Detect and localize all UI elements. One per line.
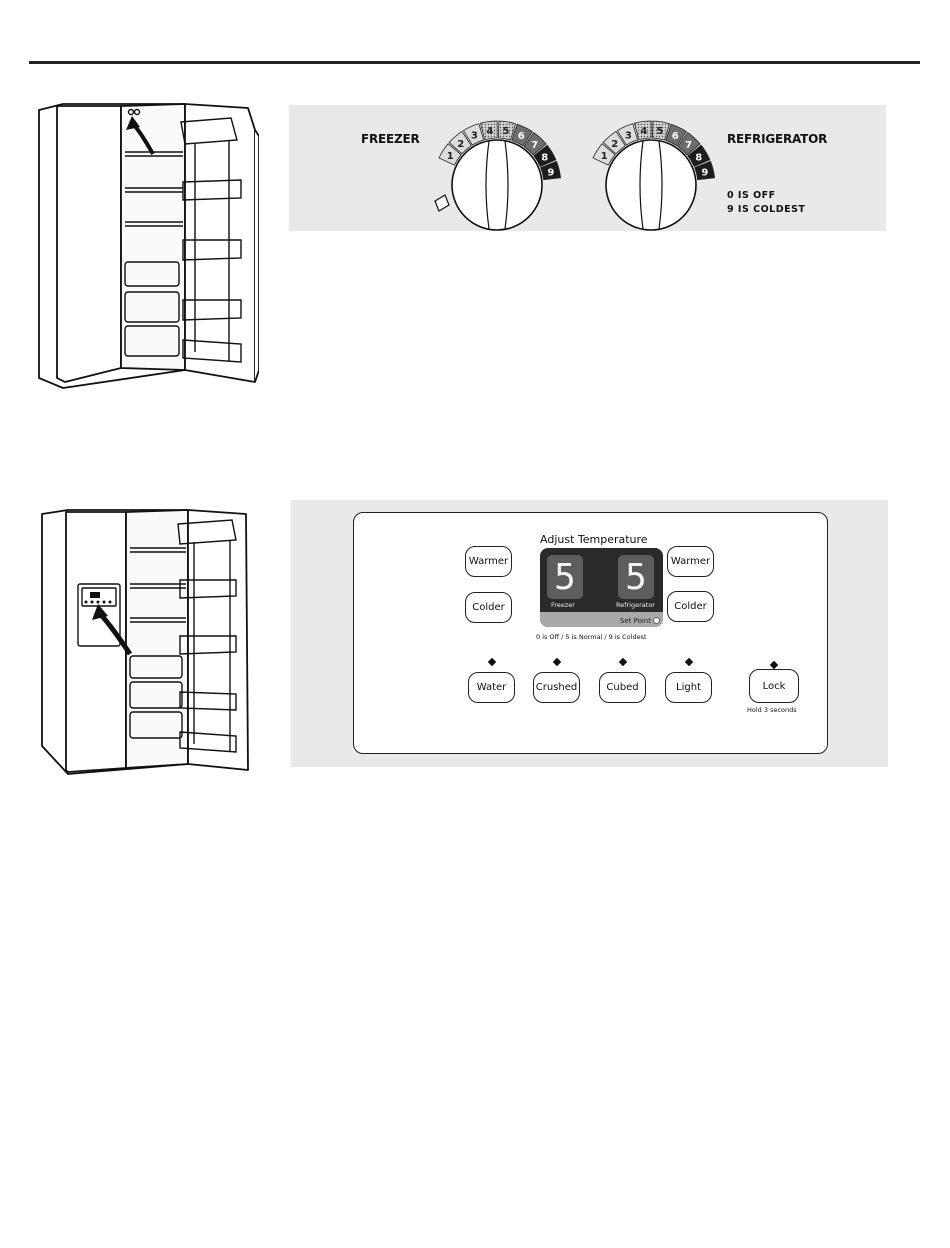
- crushed-button[interactable]: Crushed: [533, 672, 580, 703]
- lock-indicator: [770, 661, 778, 669]
- freezer-dial-number: 4: [486, 126, 493, 137]
- freezer-dial-number: 7: [531, 140, 538, 151]
- refrigerator-dial-number: 6: [672, 131, 679, 142]
- freezer-dial-number: 2: [457, 139, 464, 150]
- refrigerator-dial-number: 8: [695, 153, 702, 164]
- refrigerator-dial-number: 1: [601, 151, 608, 162]
- refrigerator-warmer-button[interactable]: Warmer: [667, 546, 714, 577]
- fridge-dispenser-illustration: [38, 506, 254, 781]
- top-rule: [29, 61, 920, 64]
- refrigerator-digit-window: 5: [618, 555, 654, 599]
- freezer-dial-number: 5: [502, 126, 509, 137]
- dial-control-panel: FREEZER REFRIGERATOR 0 IS OFF 9 IS COLDE…: [289, 105, 886, 231]
- adjust-temperature-title: Adjust Temperature: [540, 533, 648, 546]
- temperature-display: 5 5 Freezer Refrigerator Set Point: [540, 548, 663, 627]
- fridge-dial-illustration: [33, 100, 259, 395]
- refrigerator-dial-number: 7: [685, 140, 692, 151]
- freezer-dial-knob: [452, 140, 542, 230]
- freezer-dial-number: 3: [471, 130, 478, 141]
- light-indicator: [685, 658, 693, 666]
- set-point-bar: Set Point: [540, 612, 663, 627]
- freezer-digit-window: 5: [547, 555, 583, 599]
- refrigerator-colder-button[interactable]: Colder: [667, 591, 714, 622]
- control-panel-outline: Adjust Temperature Warmer Colder Warmer …: [353, 512, 828, 754]
- refrigerator-dial-number: 2: [611, 139, 618, 150]
- freezer-digit: 5: [547, 560, 583, 596]
- set-point-label: Set Point: [620, 617, 651, 625]
- temperature-scale-note: 0 is Off / 5 is Normal / 9 is Coldest: [536, 633, 647, 641]
- cubed-button[interactable]: Cubed: [599, 672, 646, 703]
- refrigerator-digit: 5: [618, 560, 654, 596]
- refrigerator-dial-number: 9: [701, 167, 708, 178]
- light-button[interactable]: Light: [665, 672, 712, 703]
- refrigerator-dial-number: 5: [656, 126, 663, 137]
- freezer-colder-button[interactable]: Colder: [465, 592, 512, 623]
- lock-hold-note: Hold 3 seconds: [747, 706, 797, 714]
- refrigerator-dial-number: 3: [625, 130, 632, 141]
- freezer-dial-number: 8: [541, 153, 548, 164]
- electronic-control-panel-area: Adjust Temperature Warmer Colder Warmer …: [291, 500, 888, 767]
- freezer-dial-number: 6: [518, 131, 525, 142]
- lock-button[interactable]: Lock: [749, 669, 799, 703]
- freezer-dial-number: 1: [447, 151, 454, 162]
- freezer-warmer-button[interactable]: Warmer: [465, 546, 512, 577]
- water-indicator: [488, 658, 496, 666]
- freezer-display-label: Freezer: [551, 601, 575, 609]
- cubed-indicator: [619, 658, 627, 666]
- freezer-dial-off-marker: [435, 195, 449, 211]
- water-button[interactable]: Water: [468, 672, 515, 703]
- refrigerator-dial-knob: [606, 140, 696, 230]
- freezer-dial-number: 9: [547, 167, 554, 178]
- crushed-indicator: [553, 658, 561, 666]
- refrigerator-display-label: Refrigerator: [616, 601, 655, 609]
- set-point-indicator: [653, 617, 660, 624]
- refrigerator-dial-number: 4: [640, 126, 647, 137]
